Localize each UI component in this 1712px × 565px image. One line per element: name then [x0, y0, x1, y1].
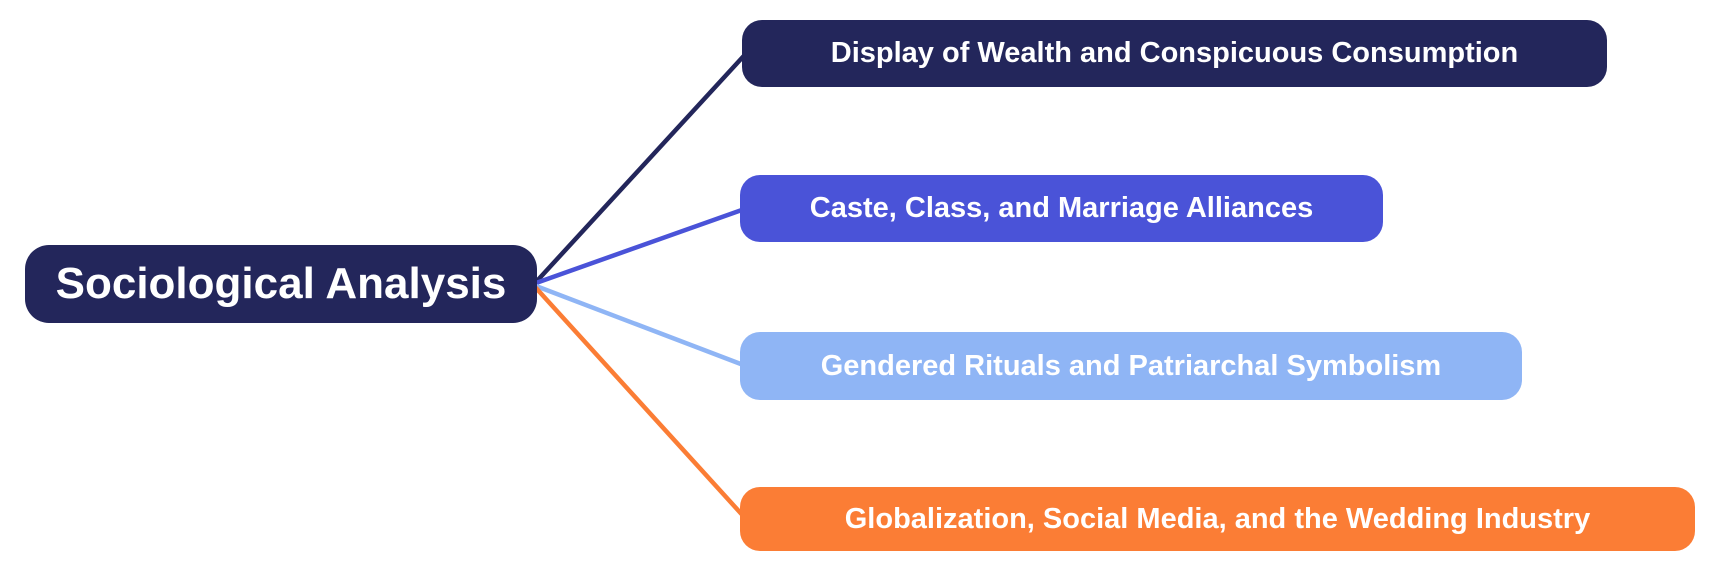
branch-node-display-of-wealth[interactable]: Display of Wealth and Conspicuous Consum…: [742, 20, 1607, 87]
branch-node-globalization-social-media[interactable]: Globalization, Social Media, and the Wed…: [740, 487, 1695, 551]
branch-node-label: Caste, Class, and Marriage Alliances: [809, 192, 1314, 224]
branch-node-label: Globalization, Social Media, and the Wed…: [844, 502, 1591, 535]
branch-node-gendered-rituals[interactable]: Gendered Rituals and Patriarchal Symboli…: [740, 332, 1522, 400]
connector-line-branch-1: [533, 206, 749, 286]
branch-node-label: Gendered Rituals and Patriarchal Symboli…: [820, 349, 1442, 382]
root-node-sociological-analysis[interactable]: Sociological Analysis: [25, 245, 537, 323]
connector-line-branch-3: [533, 285, 749, 522]
branch-node-label: Display of Wealth and Conspicuous Consum…: [830, 37, 1519, 69]
connector-line-branch-2: [533, 283, 749, 369]
root-node-label: Sociological Analysis: [55, 259, 507, 308]
connector-line-branch-0: [533, 51, 749, 285]
branch-node-caste-class-marriage[interactable]: Caste, Class, and Marriage Alliances: [740, 175, 1383, 242]
